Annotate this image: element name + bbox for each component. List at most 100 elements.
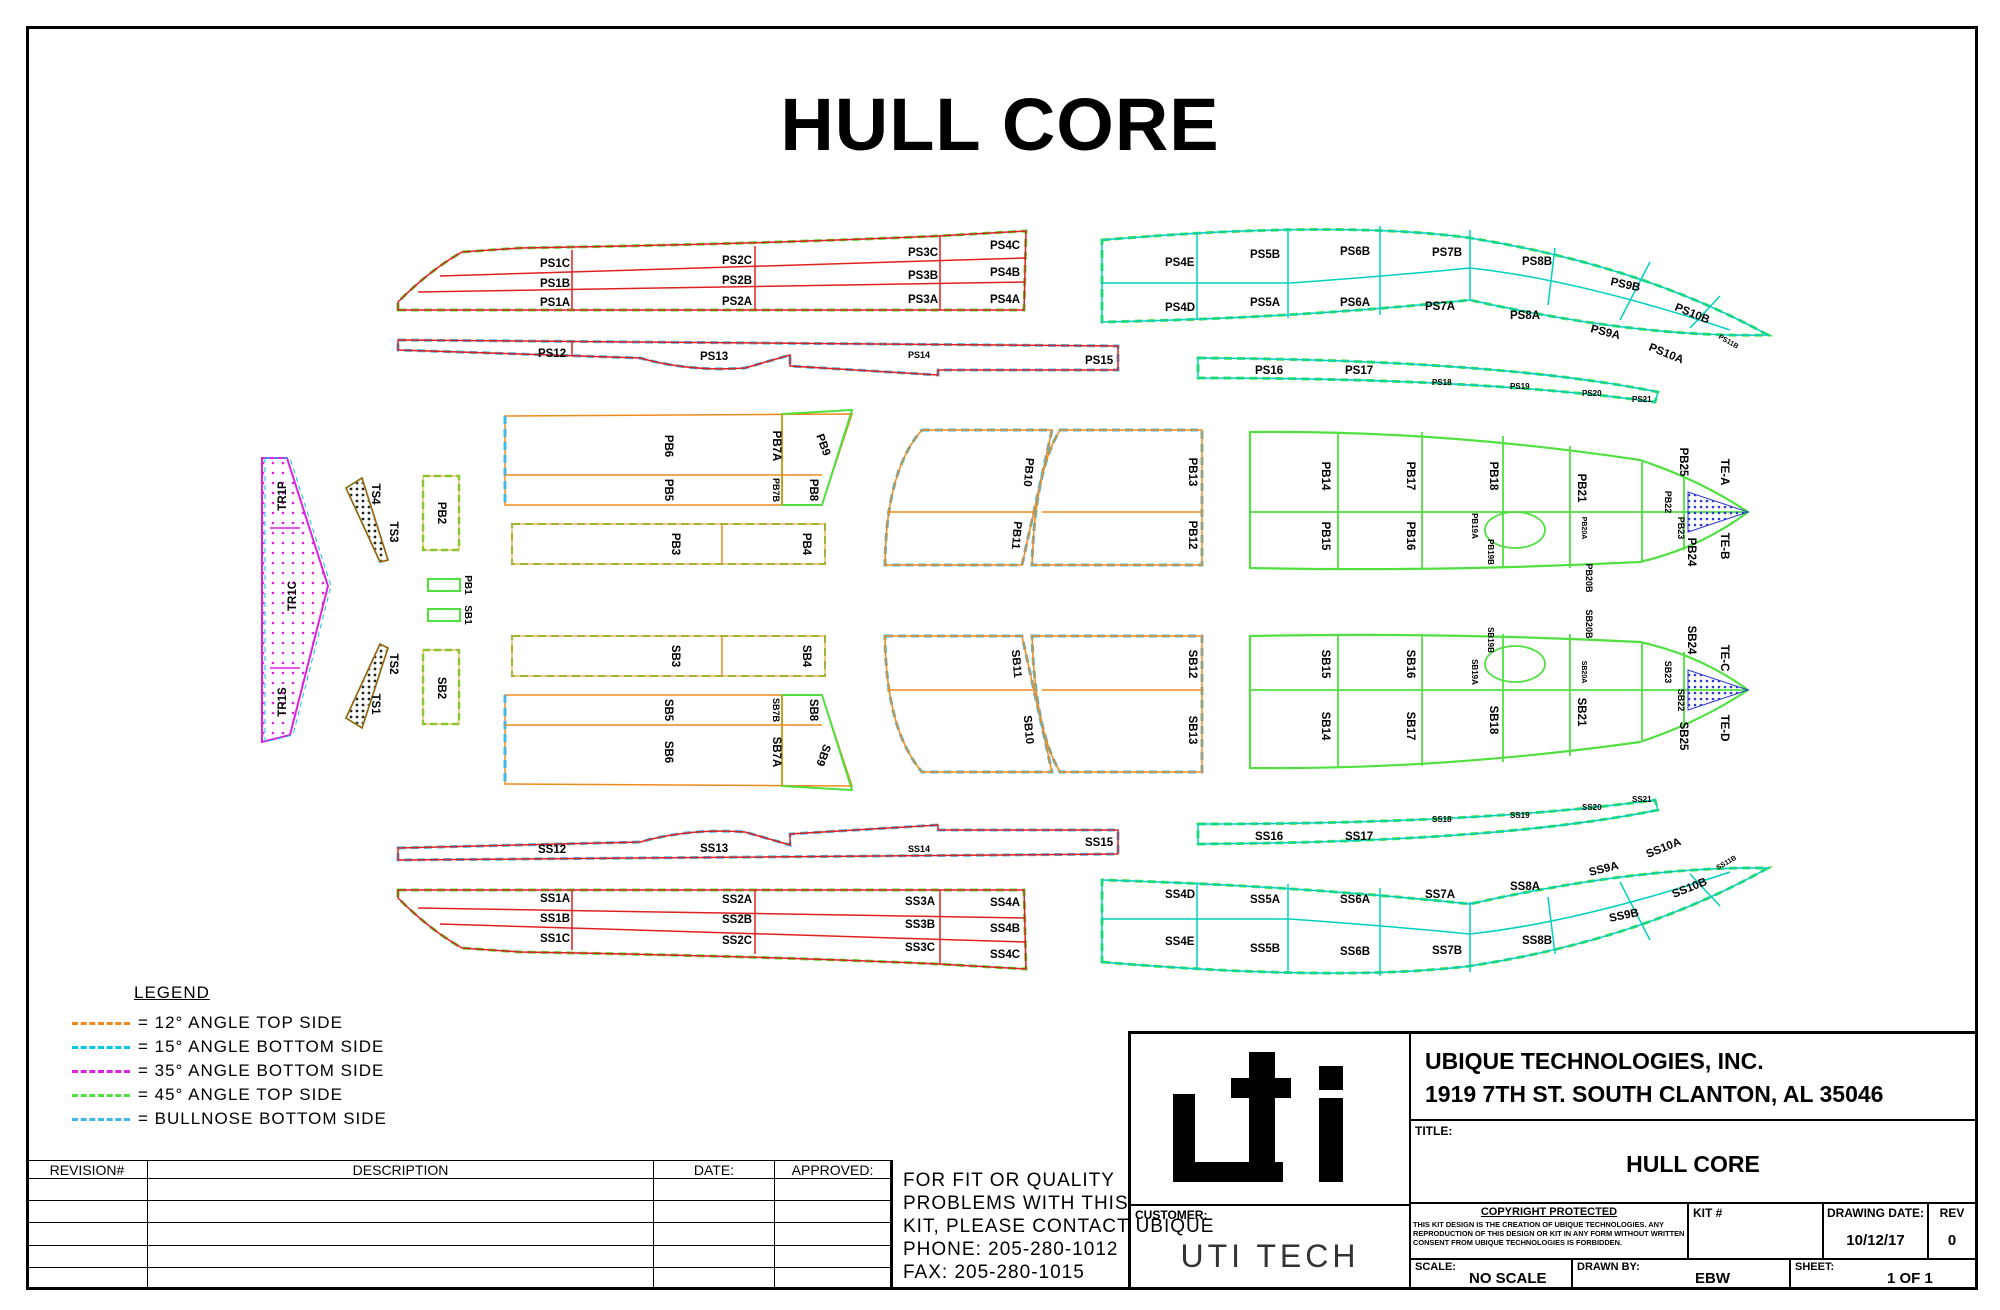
sb-aft-panels: SB3 SB4 SB5 SB6 SB7B SB7A SB8 SB9	[503, 635, 854, 792]
part-label: SB25	[1677, 722, 1689, 751]
part-label: PB15	[1319, 522, 1331, 551]
part-label: PB25	[1677, 448, 1689, 477]
part-label: PB2	[435, 502, 447, 524]
legend-swatch	[72, 1069, 130, 1073]
revision-cell	[147, 1200, 654, 1224]
part-label: SS10A	[1645, 836, 1683, 861]
transom-panel: TR1P TR1C TR1S	[261, 457, 332, 744]
part-label: PS8B	[1522, 256, 1552, 268]
company-address: 1919 7TH ST. SOUTH CLANTON, AL 35046	[1425, 1081, 1884, 1107]
small-blocks: PB2 SB2 PB1 SB1	[421, 474, 473, 726]
part-label: SS4E	[1165, 936, 1195, 948]
rev-value: 0	[1947, 1232, 1957, 1249]
part-label: PS2B	[722, 275, 752, 287]
part-label: PB13	[1186, 458, 1198, 487]
part-label: PS14	[908, 350, 930, 360]
part-label: PS17	[1345, 365, 1373, 377]
part-label: PS4D	[1165, 302, 1195, 314]
part-label: SB19A	[1470, 659, 1479, 685]
legend-label: = BULLNOSE BOTTOM SIDE	[138, 1109, 387, 1128]
legend-label: = 15° ANGLE BOTTOM SIDE	[138, 1037, 385, 1056]
ss-chine-strip: SS12 SS13 SS14 SS15	[396, 823, 1120, 862]
part-label: PB20B	[1584, 563, 1594, 593]
legend-swatch	[72, 1021, 130, 1025]
part-label: PS3C	[908, 247, 938, 259]
part-label: SB23	[1663, 661, 1673, 684]
part-label: PB12	[1186, 521, 1198, 550]
part-label: PB18	[1487, 462, 1499, 491]
part-label: SS2C	[722, 935, 752, 947]
copyright-heading: COPYRIGHT PROTECTED	[1480, 1206, 1618, 1218]
revision-cell	[774, 1244, 891, 1268]
part-label: PS1B	[540, 278, 570, 290]
legend-label: = 45° ANGLE TOP SIDE	[138, 1085, 343, 1104]
part-label: PB4	[800, 533, 812, 556]
logo-cell	[1131, 1034, 1411, 1204]
part-label: SS7B	[1432, 945, 1462, 957]
title-value: HULL CORE	[1626, 1151, 1760, 1177]
part-label: PS5B	[1250, 249, 1280, 261]
drawing-date-value: 10/12/17	[1846, 1232, 1905, 1249]
ss-forward-panels: SS4D SS4E SS5A SS5B SS6A SS6B SS7A SS7B …	[1100, 836, 1774, 976]
part-label: PS18	[1432, 378, 1452, 387]
page-title: HULL CORE	[780, 83, 1220, 166]
part-label: SB17	[1404, 712, 1416, 741]
drawing-border	[26, 26, 1978, 1290]
part-label: TS1	[369, 693, 381, 715]
legend-swatch	[72, 1093, 130, 1097]
revision-cell	[26, 1266, 148, 1291]
copyright-cell: COPYRIGHT PROTECTED THIS KIT DESIGN IS T…	[1411, 1204, 1689, 1260]
part-label: SS3B	[905, 919, 935, 931]
legend-label: = 35° ANGLE BOTTOM SIDE	[138, 1061, 385, 1080]
revision-cell	[26, 1222, 148, 1246]
revision-cell	[653, 1177, 775, 1202]
title-block: UBIQUE TECHNOLOGIES, INC. 1919 7TH ST. S…	[1128, 1031, 1978, 1290]
part-label: TE-A	[1718, 459, 1730, 486]
part-label: PS3B	[908, 270, 938, 282]
scale-cell: SCALE: NO SCALE	[1411, 1260, 1573, 1290]
customer-cell: CUSTOMER: UTI TECH	[1131, 1204, 1411, 1290]
part-label: SB1	[462, 605, 473, 625]
note-line: PHONE: 205-280-1012	[903, 1239, 1119, 1260]
part-label: SS20	[1582, 803, 1602, 812]
part-label: PB14	[1319, 462, 1331, 491]
part-label: SB24	[1685, 626, 1697, 655]
pb-forward-panels: PB14 PB15 PB17 PB16 PB18 PB19A PB19B PB2…	[1248, 430, 1750, 593]
company-cell: UBIQUE TECHNOLOGIES, INC. 1919 7TH ST. S…	[1411, 1034, 1975, 1121]
revision-cell	[774, 1200, 891, 1224]
part-label: SB7B	[771, 698, 781, 723]
part-label: PB19B	[1486, 539, 1495, 565]
part-label: SS14	[908, 844, 930, 854]
part-label: PS12	[538, 348, 566, 360]
description-header: DESCRIPTION	[147, 1160, 654, 1179]
part-label: TS3	[387, 521, 399, 542]
part-label: PB8	[807, 479, 819, 502]
part-label: TS2	[387, 653, 399, 674]
customer-label: CUSTOMER:	[1135, 1208, 1208, 1222]
title-label: TITLE:	[1415, 1124, 1453, 1138]
legend-item: = BULLNOSE BOTTOM SIDE	[72, 1107, 432, 1131]
part-label: PB5	[662, 479, 674, 502]
part-label: PS4B	[990, 267, 1020, 279]
part-label: SS5A	[1250, 894, 1280, 906]
part-label: SB6	[662, 741, 674, 763]
part-label: PS6A	[1340, 297, 1370, 309]
part-label: SS19	[1510, 811, 1530, 820]
part-label: PS1A	[540, 297, 570, 309]
legend-item: = 35° ANGLE BOTTOM SIDE	[72, 1059, 432, 1083]
sheet-cell: SHEET: 1 OF 1	[1791, 1260, 1975, 1290]
part-label: PS4A	[990, 294, 1020, 306]
note-line: FOR FIT OR QUALITY	[903, 1170, 1115, 1191]
part-label: SS9B	[1608, 907, 1640, 925]
ps-sheer-strip: PS16 PS17 PS18 PS19 PS20 PS21	[1196, 356, 1660, 404]
ps-strake-top: PS1C PS1B PS1A PS2C PS2B PS2A PS3C PS3B …	[396, 229, 1028, 312]
part-label: SB19B	[1486, 627, 1495, 653]
part-label: PS13	[700, 351, 728, 363]
part-label: SB21	[1575, 698, 1587, 727]
part-label: SS17	[1345, 831, 1373, 843]
part-label: PB24	[1685, 538, 1697, 567]
part-label: PS7A	[1425, 301, 1455, 313]
legend-item: = 12° ANGLE TOP SIDE	[72, 1011, 432, 1035]
part-label: SS6A	[1340, 894, 1370, 906]
